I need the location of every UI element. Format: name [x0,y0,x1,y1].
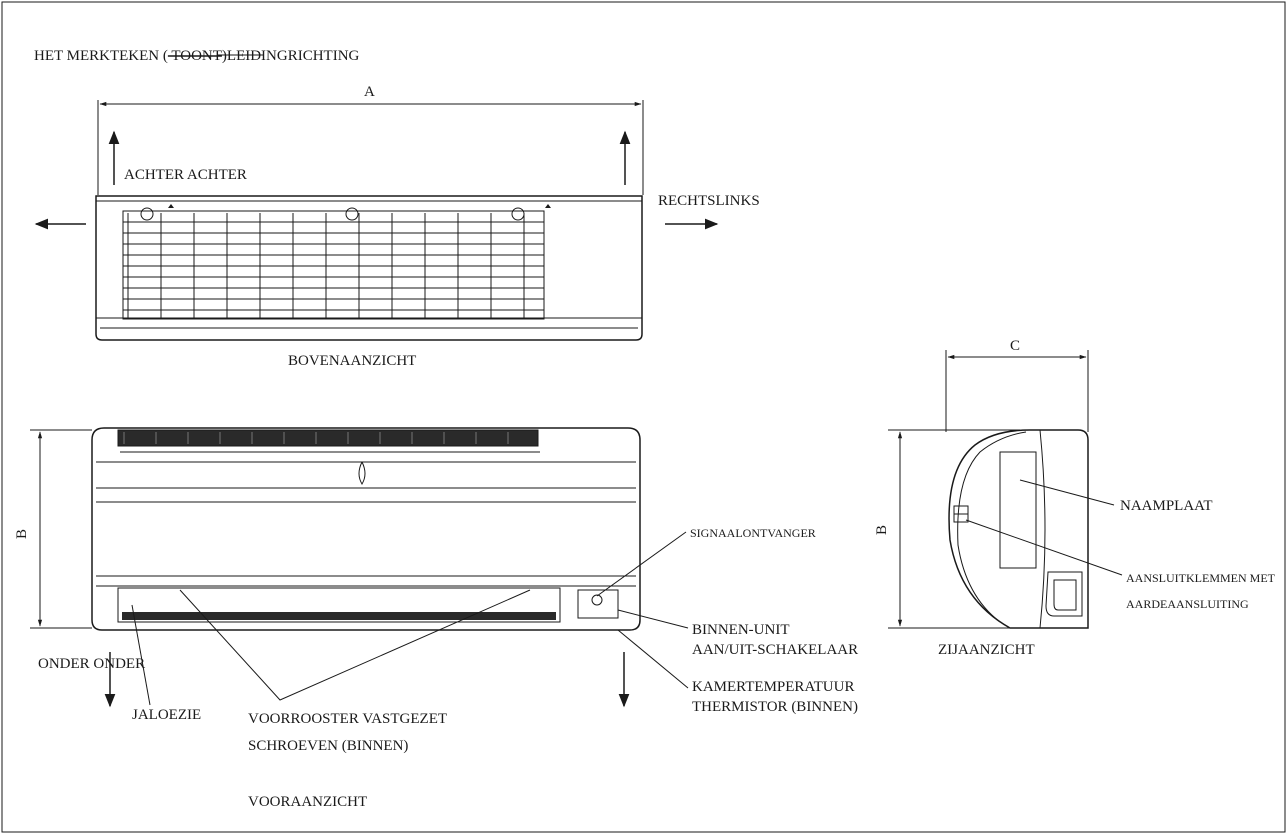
front-grille-label-1: VOORROOSTER VASTGEZET [248,711,447,727]
signal-receiver-label: SIGNAALONTVANGER [690,526,816,540]
front-vent-slots [123,432,509,444]
top-view-unit [95,195,643,341]
dimension-a-label: A [364,84,375,100]
indoor-switch-leader [617,609,689,629]
top-view-label: BOVENAANZICHT [288,353,416,369]
signal-receiver-leader [596,531,687,597]
dimension-b-front-label: B [14,529,30,539]
room-temp-leader [617,629,689,689]
louver-leader [131,604,151,706]
front-view-label: VOORAANZICHT [248,794,367,810]
terminals-leader [965,519,1123,576]
nameplate-label: NAAMPLAAT [1120,498,1213,514]
right-left-direction-label: RECHTSLINKS [658,193,760,209]
bottom-direction-label: ONDER ONDER [38,656,145,672]
side-view-unit [948,429,1089,629]
terminals-label-1: AANSLUITKLEMMEN MET [1126,571,1276,585]
front-view-unit [91,427,641,631]
top-view-grille [123,213,544,318]
nameplate-leader [1019,479,1115,506]
dimension-b-side-label: B [874,525,890,535]
front-grille-leader [179,589,531,701]
louver-label: JALOEZIE [132,707,201,723]
indoor-switch-label-1: BINNEN-UNIT [692,622,789,638]
rear-direction-label: ACHTER ACHTER [124,167,247,183]
side-view-label: ZIJAANZICHT [938,642,1035,658]
dimension-c-label: C [1010,338,1020,354]
room-temp-label-1: KAMERTEMPERATUUR [692,679,854,695]
front-grille-label-2: SCHROEVEN (BINNEN) [248,738,408,754]
room-temp-label-2: THERMISTOR (BINNEN) [692,699,858,715]
indoor-switch-label-2: AAN/UIT-SCHAKELAAR [692,642,858,658]
diagram-title: HET MERKTEKEN ( TOONT)LEIDINGRICHTING [34,48,360,64]
terminals-label-2: AARDEAANSLUITING [1126,597,1249,611]
